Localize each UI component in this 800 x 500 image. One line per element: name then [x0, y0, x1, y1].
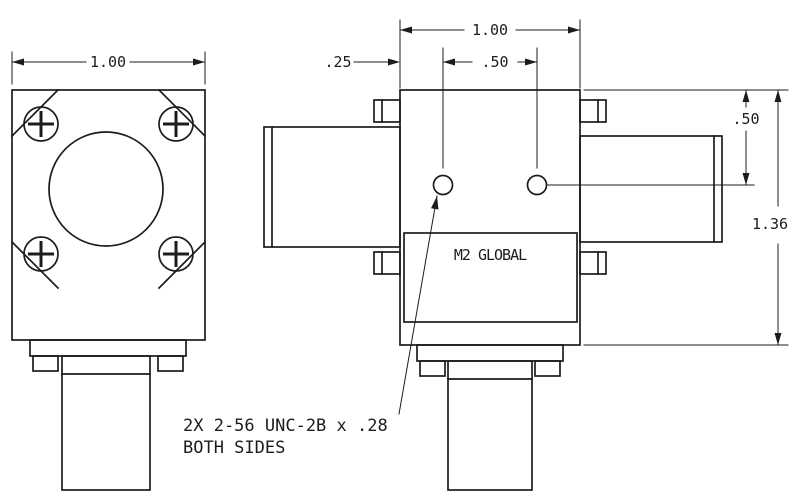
tapped-hole-left: [432, 174, 454, 196]
front-view: 1.00: [10, 51, 207, 491]
arrowhead-down-icon: [742, 173, 750, 185]
hole-spacing-dim-text: .50: [481, 53, 508, 71]
front-width-dimension: 1.00: [11, 51, 206, 85]
thread-note: 2X 2-56 UNC-2B x .28 BOTH SIDES: [183, 195, 439, 458]
arrowhead-left-icon: [400, 26, 412, 34]
hole-offset-dim-text: .25: [324, 53, 351, 71]
side-bottom-connector: [416, 344, 564, 491]
leader-line: [398, 195, 438, 415]
thread-note-line1: 2X 2-56 UNC-2B x .28: [183, 416, 388, 436]
arrowhead-right-icon: [193, 58, 205, 66]
side-width-dim-text: 1.00: [472, 21, 508, 39]
side-width-dimension: 1.00: [399, 19, 581, 89]
arrowhead-up-icon: [742, 90, 750, 102]
right-port-connector: [579, 135, 723, 243]
arrowhead-up-icon: [774, 90, 782, 102]
hole-spacing-dimension: .50: [442, 53, 538, 71]
tapped-hole-right: [526, 174, 548, 196]
arrowhead-right-icon: [388, 58, 400, 66]
side-flange-screws: [373, 99, 607, 275]
height-dimension: 1.36: [583, 89, 789, 346]
nameplate: M2 GLOBAL: [403, 232, 578, 323]
front-width-dim-text: 1.00: [90, 53, 126, 71]
left-port-connector: [263, 126, 401, 248]
hole-extension-lines: [442, 47, 538, 169]
arrowhead-right-icon: [525, 58, 537, 66]
side-view: 1.00 .25 .50: [263, 19, 789, 491]
height-dim-text: 1.36: [752, 215, 788, 233]
front-bottom-connector: [29, 339, 187, 491]
hole-offset-dimension: .25: [324, 53, 400, 71]
leader-arrowhead-icon: [431, 196, 439, 210]
phillips-screw-top-left: [23, 106, 59, 142]
arrowhead-down-icon: [774, 333, 782, 345]
arrowhead-left-icon: [443, 58, 455, 66]
hole-depth-dimension: .50: [546, 89, 789, 186]
phillips-screw-bottom-right: [158, 236, 194, 272]
side-body-outline: [399, 89, 581, 346]
front-center-bore: [48, 131, 164, 247]
front-corner-chamfers: [10, 88, 207, 290]
hole-depth-dim-text: .50: [732, 110, 759, 128]
arrowhead-right-icon: [568, 26, 580, 34]
nameplate-text: M2 GLOBAL: [454, 246, 527, 264]
thread-note-line2: BOTH SIDES: [183, 438, 285, 458]
phillips-screw-top-right: [158, 106, 194, 142]
arrowhead-left-icon: [12, 58, 24, 66]
phillips-screw-bottom-left: [23, 236, 59, 272]
